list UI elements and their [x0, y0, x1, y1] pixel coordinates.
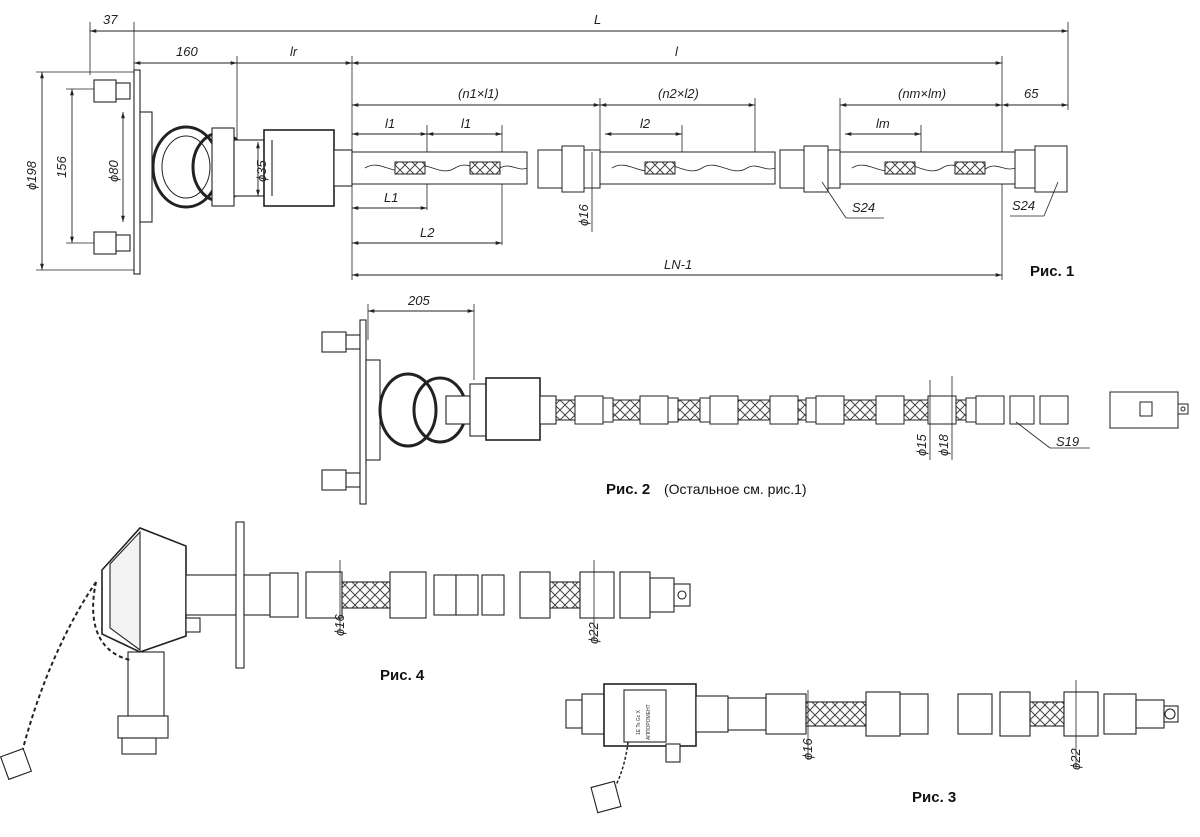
- figure-1: [36, 22, 1069, 280]
- dim-n1l1: (n1×l1): [458, 86, 499, 101]
- dim-S24-b: S24: [1012, 198, 1035, 213]
- fig3-plate-line1: 1Е Ts Gc X: [636, 709, 642, 735]
- dim-l: l: [675, 44, 679, 59]
- dim-37: 37: [103, 12, 118, 27]
- figure-2-note: (Остальное см. рис.1): [664, 481, 807, 497]
- fig3-plate-line2: АППОРОМЕНТ: [646, 704, 652, 740]
- dim-phi18: ϕ18: [936, 434, 951, 456]
- figure-2-caption: Рис. 2: [606, 481, 650, 498]
- dim-L2: L2: [420, 225, 435, 240]
- dim-l2: l2: [640, 116, 651, 131]
- dim-65: 65: [1024, 86, 1039, 101]
- dim-nmlm: (nm×lm): [898, 86, 946, 101]
- dim-S19: S19: [1056, 434, 1079, 449]
- dim-phi16: ϕ16: [576, 204, 591, 226]
- dim-LN-1: LN-1: [664, 257, 692, 272]
- figure-3: [565, 680, 1179, 814]
- dim-lm: lm: [876, 116, 890, 131]
- dim-l1-a: l1: [385, 116, 395, 131]
- fig4-dim-phi22: ϕ22: [586, 622, 601, 644]
- figure-1-caption: Рис. 1: [1030, 263, 1074, 280]
- dim-L: L: [594, 12, 601, 27]
- fig3-dim-phi16: ϕ16: [800, 738, 815, 760]
- figure-2: [321, 304, 1189, 505]
- figure-4-caption: Рис. 4: [380, 667, 425, 684]
- dim-160: 160: [176, 44, 198, 59]
- dim-phi80: ϕ80: [106, 160, 121, 182]
- dim-S24-a: S24: [852, 200, 875, 215]
- dim-l1-b: l1: [461, 116, 471, 131]
- fig4-dim-phi16: ϕ16: [332, 614, 347, 636]
- figure-3-caption: Рис. 3: [912, 789, 956, 806]
- dim-L1: L1: [384, 190, 398, 205]
- figure-4: [0, 521, 691, 781]
- dim-phi35: ϕ35: [254, 160, 269, 182]
- dim-156: 156: [54, 156, 69, 178]
- fig3-dim-phi22: ϕ22: [1068, 748, 1083, 770]
- dim-lr: lr: [290, 44, 298, 59]
- dim-n2l2: (n2×l2): [658, 86, 699, 101]
- dim-205: 205: [407, 293, 430, 308]
- dim-phi198: ϕ198: [24, 160, 39, 190]
- dim-phi15: ϕ15: [914, 434, 929, 456]
